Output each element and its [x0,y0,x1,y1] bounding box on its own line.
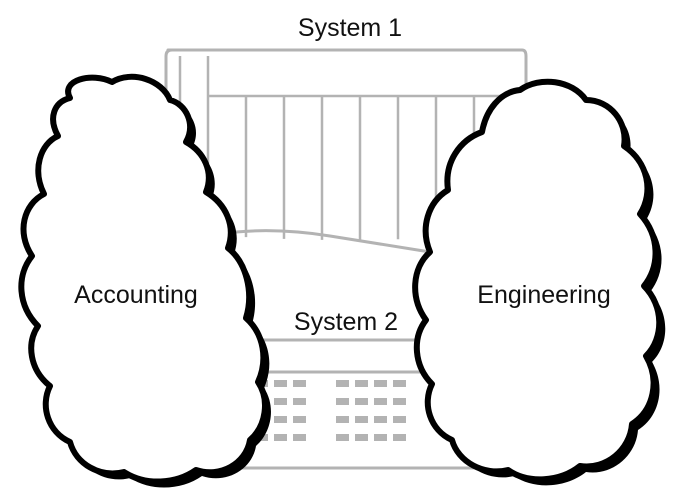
accounting-label: Accounting [74,281,198,309]
system2-led [374,380,387,387]
system2-led [274,398,287,405]
system2-led [293,434,306,441]
system2-led [355,416,368,423]
accounting-cloud-shape [18,73,268,485]
system2-led [393,416,406,423]
system2-led [336,380,349,387]
system2-led [355,434,368,441]
system2-led [374,416,387,423]
system2-led [274,380,287,387]
system2-led [293,380,306,387]
system2-led [336,398,349,405]
system2-led [293,416,306,423]
system2-led [374,398,387,405]
system2-led [293,398,306,405]
system2-label: System 2 [294,308,398,336]
system2-led [274,434,287,441]
system2-led [393,398,406,405]
accounting-cloud[interactable]: Accounting [18,73,271,488]
system2-led [274,416,287,423]
system2-led [393,434,406,441]
system2-led [355,380,368,387]
engineering-label: Engineering [477,281,610,309]
system2-led [374,434,387,441]
system2-led [355,398,368,405]
engineering-cloud-shape [412,78,663,483]
engineering-cloud[interactable]: Engineering [412,78,666,486]
system2-led [393,380,406,387]
system1-label: System 1 [298,14,402,42]
system2-led [336,416,349,423]
system2-led [336,434,349,441]
